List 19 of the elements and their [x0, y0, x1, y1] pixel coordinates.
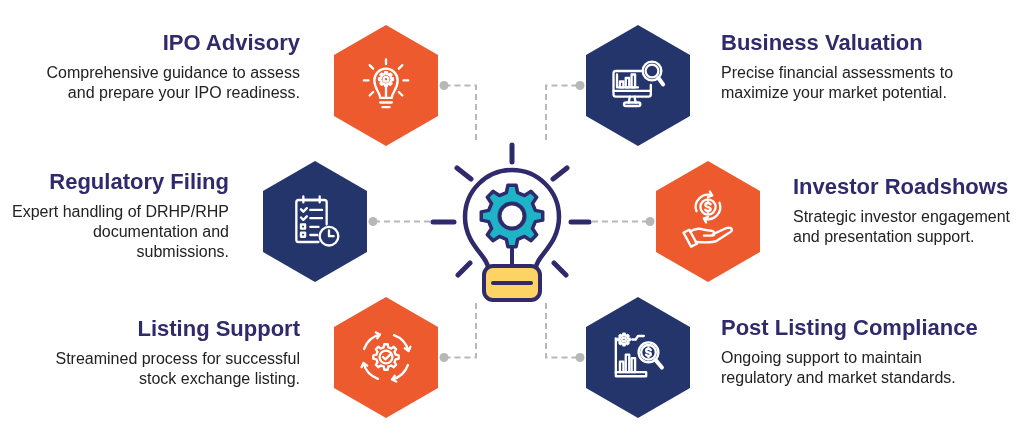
service-title: IPO Advisory: [162, 30, 300, 56]
dashed-connector: [439, 81, 477, 141]
service-description: Precise financial assessments to maximize your market potential.: [721, 63, 955, 103]
service-description: Expert handling of DRHP/RHP documentation and submissions.: [11, 202, 229, 262]
service-description: Ongoing support to maintain regulatory and market standards.: [721, 348, 957, 388]
dashed-connector: [545, 302, 585, 362]
service-description: Comprehensive guidance to assess and prepare your IPO readiness.: [45, 63, 300, 103]
service-description: Streamined process for successful stock exchange listing.: [54, 349, 300, 389]
service-title: Investor Roadshows: [793, 174, 1009, 200]
lightbulb-gear-illustration: [430, 140, 592, 303]
dashed-connector: [368, 217, 431, 226]
service-description: Strategic investor engagement and presentation support.: [793, 207, 1011, 247]
service-title: Post Listing Compliance: [721, 315, 978, 341]
dashed-connector: [545, 81, 585, 141]
service-title: Business Valuation: [721, 30, 923, 56]
service-title: Listing Support: [137, 316, 300, 342]
dashed-connector: [591, 217, 655, 226]
dashed-connector: [439, 302, 477, 362]
service-title: Regulatory Filing: [49, 169, 229, 195]
